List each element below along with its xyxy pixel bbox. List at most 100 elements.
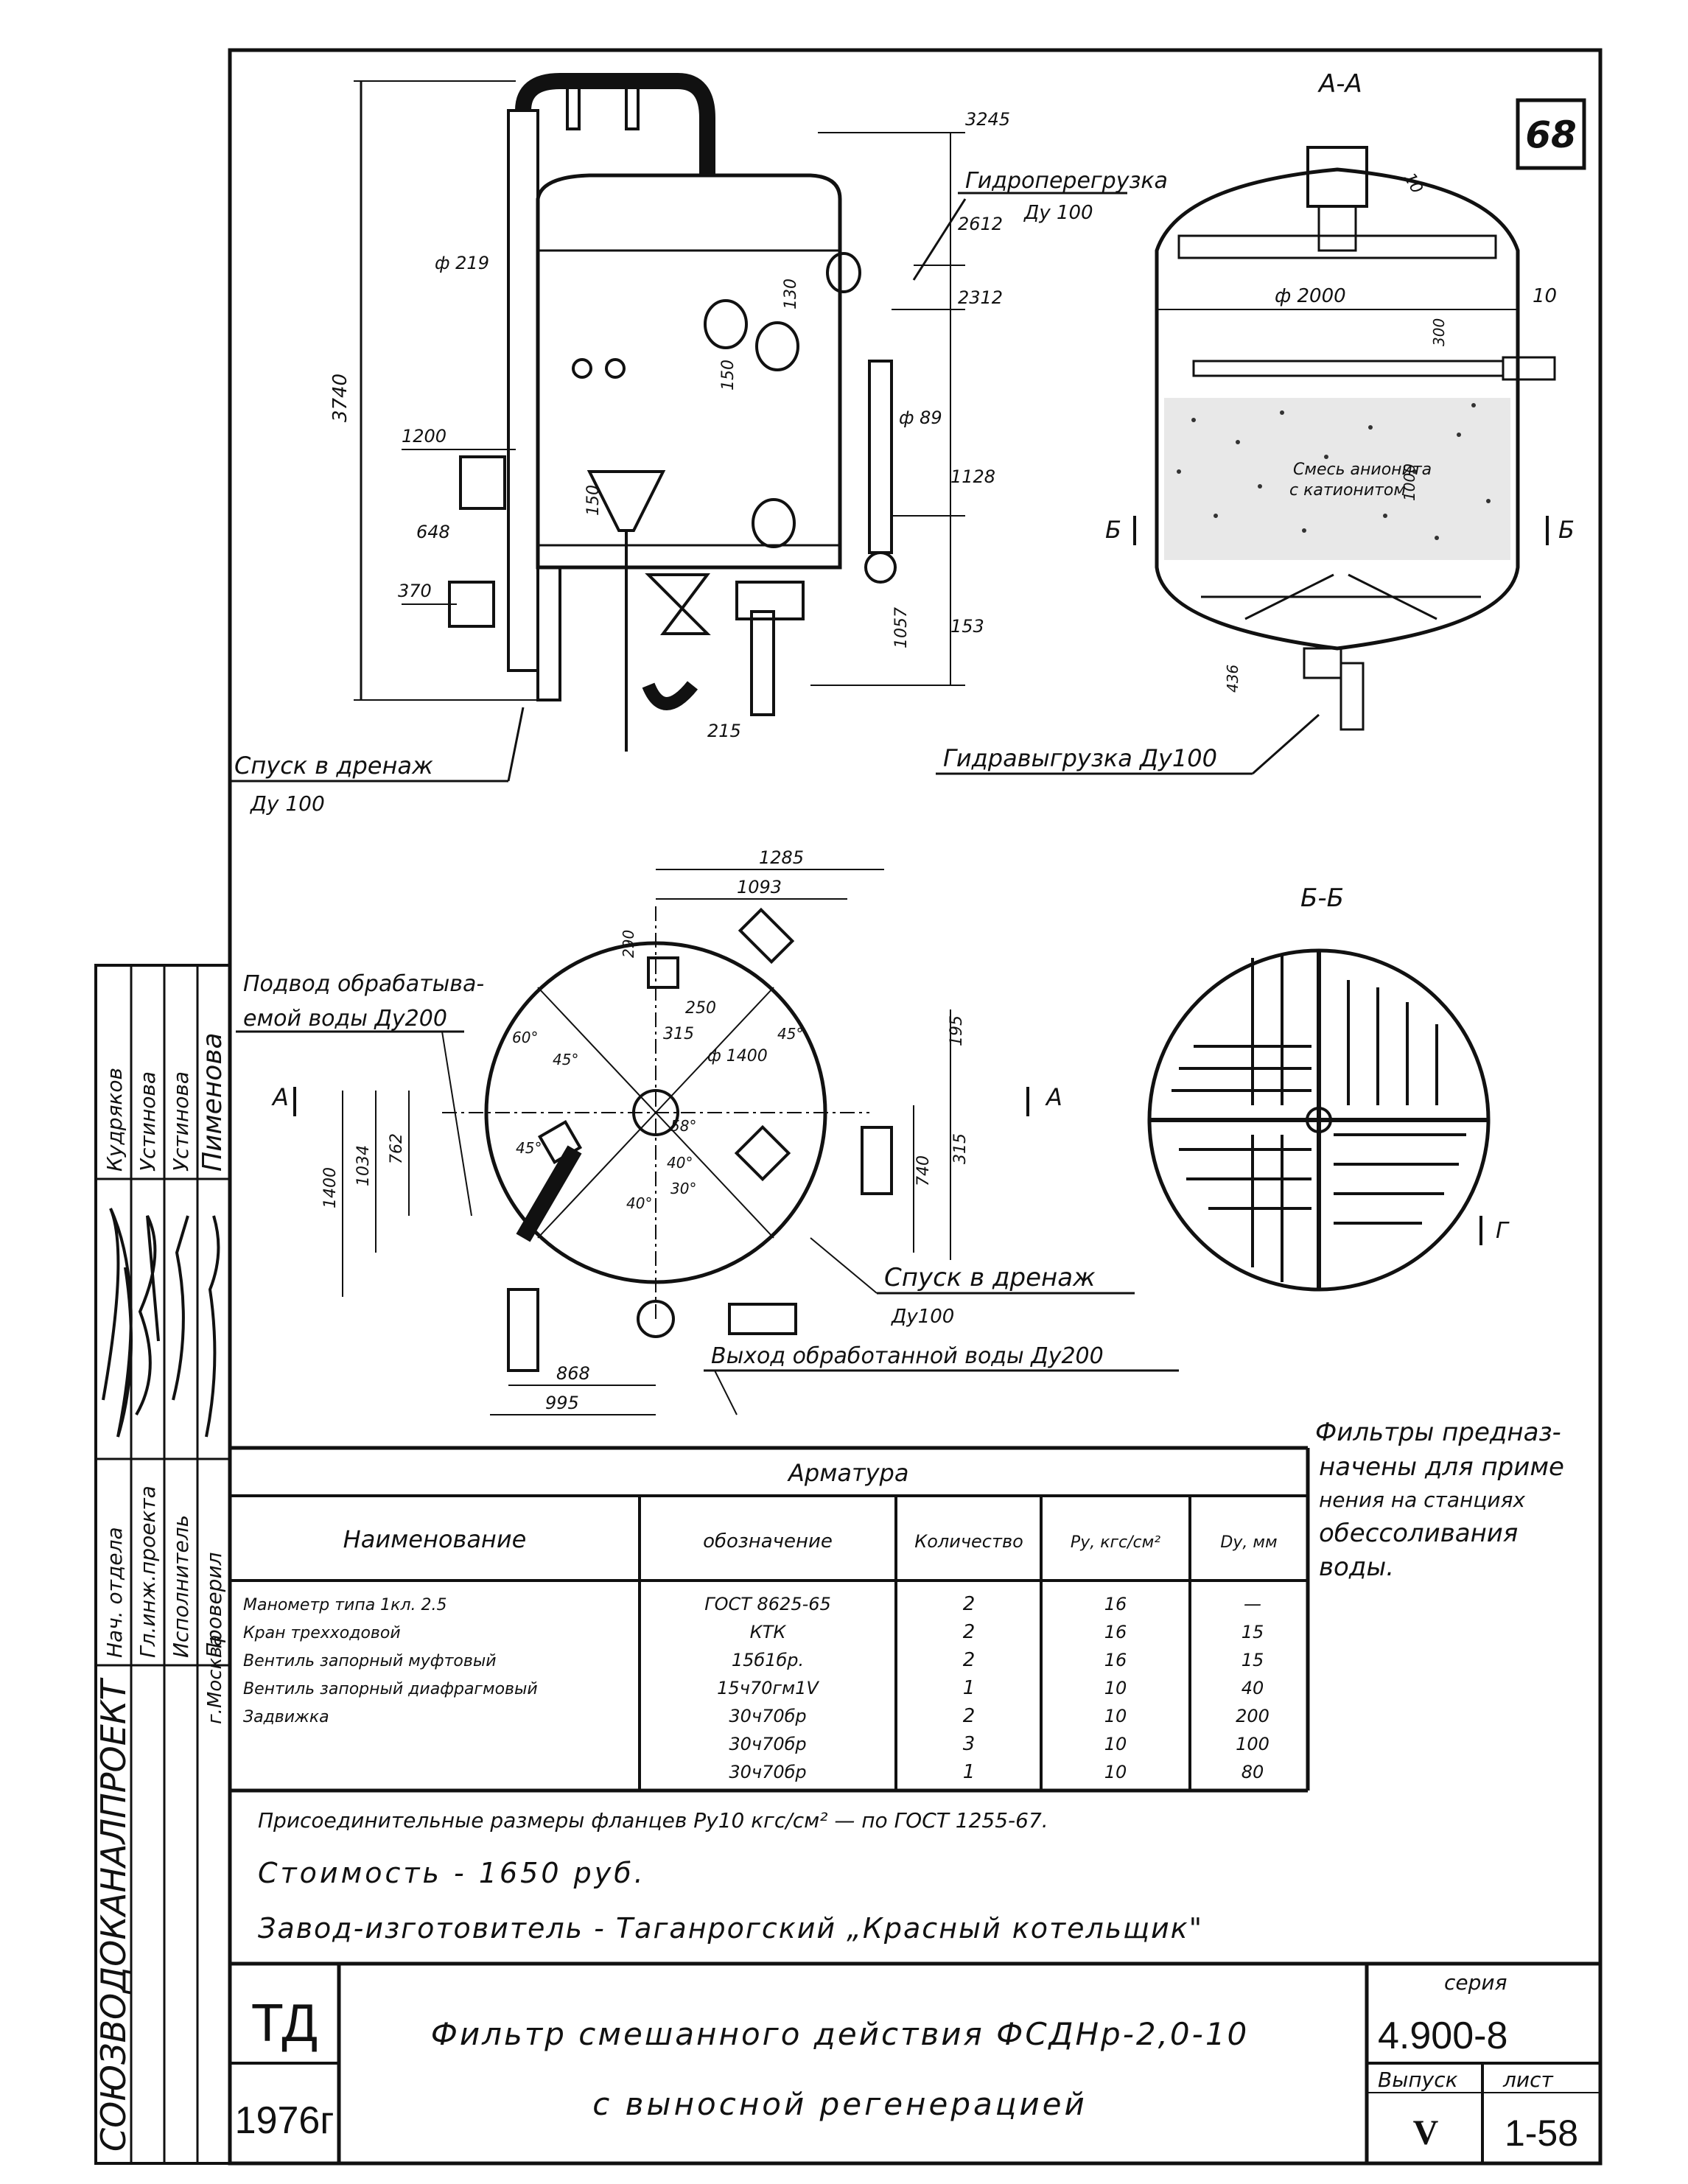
top-hatch	[647, 956, 679, 989]
sheet-value: 1-58	[1505, 2113, 1578, 2154]
stamp-role-3: Исполнитель	[169, 1515, 193, 1658]
armatura-caption: Арматура	[787, 1459, 908, 1487]
cut-mark-a-left: А	[271, 1083, 289, 1111]
dim-195: 195	[948, 1015, 966, 1046]
side-note-line-4: обессоливания	[1319, 1519, 1518, 1548]
armatura-cell-r0-c0: Манометр типа 1кл. 2.5	[243, 1596, 447, 1614]
angle-40-a: 40°	[667, 1154, 693, 1172]
armatura-header-qty: Количество	[914, 1531, 1023, 1552]
vessel-leg-right	[750, 610, 775, 716]
top-right-nozzle	[738, 907, 795, 965]
section-bb-title: Б-Б	[1300, 883, 1344, 913]
side-note: Фильтры предназ- начены для приме нения …	[1315, 1418, 1564, 1582]
valve-bottom	[645, 573, 711, 635]
dim-250: 250	[685, 999, 716, 1018]
dim-215: 215	[707, 721, 741, 741]
armatura-cell-r1-c4: 15	[1242, 1622, 1264, 1642]
series-value: 4.900-8	[1378, 2015, 1507, 2057]
armatura-cell-r0-c3: 16	[1104, 1594, 1127, 1614]
elev-1128: 1128	[950, 466, 995, 487]
dim-1400: 1400	[321, 1167, 340, 1208]
resin-label-2: с катионитом	[1289, 481, 1406, 500]
armatura-cell-r0-c2: 2	[963, 1593, 976, 1615]
valve-actuator	[735, 581, 805, 620]
vessel-section	[1155, 167, 1520, 651]
armatura-cell-r3-c4: 40	[1242, 1678, 1264, 1698]
armatura-cell-r4-c4: 200	[1236, 1706, 1269, 1726]
drain-dn: Ду 100	[249, 791, 325, 816]
note-flanges: Присоединительные размеры фланцев Ру10 к…	[258, 1808, 1048, 1833]
dim-315-right: 315	[951, 1133, 970, 1164]
dim-130: 130	[782, 279, 800, 309]
cut-mark-b-right: Б	[1558, 516, 1575, 544]
title-line-1: Фильтр смешанного действия ФСДНр-2,0-10	[431, 2016, 1250, 2052]
vessel-body	[536, 173, 842, 570]
armatura-cell-r5-c1: 30ч70бр	[729, 1734, 806, 1754]
issue-value: V	[1413, 2113, 1439, 2152]
section-bb: Б-Б Г	[1147, 883, 1510, 1292]
armatura-cell-r1-c3: 16	[1104, 1622, 1127, 1642]
angle-60: 60°	[512, 1029, 538, 1046]
vessel-leg-left	[536, 566, 561, 701]
pipe-flange-2	[625, 83, 640, 130]
armatura-cell-r4-c2: 2	[963, 1705, 976, 1727]
armatura-cell-r0-c4: —	[1244, 1594, 1261, 1614]
armatura-cell-r1-c1: КТК	[750, 1622, 787, 1642]
plan-view: 1285 1093 290 250 315 ф 1400 60° 45° 45°…	[236, 847, 1179, 1415]
armatura-cell-r3-c1: 15ч70гм1V	[717, 1678, 819, 1698]
top-nozzle	[1306, 146, 1368, 208]
armatura-cell-r5-c2: 3	[963, 1733, 976, 1755]
armatura-cell-r4-c1: 30ч70бр	[729, 1706, 806, 1726]
armatura-cell-r2-c1: 15б1бр.	[732, 1650, 804, 1670]
armatura-cell-r2-c3: 16	[1104, 1650, 1127, 1670]
angle-45-c: 45°	[516, 1139, 542, 1157]
side-note-line-2: начены для приме	[1319, 1452, 1564, 1482]
stamp-role-4: Проверил	[202, 1552, 226, 1658]
signatures	[102, 1208, 220, 1438]
stamp-role-1: Нач. отдела	[102, 1527, 127, 1658]
collector-funnel	[586, 470, 666, 532]
armatura-cell-r6-c4: 80	[1242, 1762, 1264, 1782]
outlet-label: Выход обработанной воды Ду200	[711, 1343, 1104, 1369]
title-line-2: с выносной регенерацией	[592, 2086, 1088, 2122]
elev-1200: 1200	[402, 426, 446, 447]
elev-2612: 2612	[958, 214, 1003, 234]
angle-30: 30°	[670, 1180, 696, 1197]
manway-1	[704, 299, 748, 349]
armatura-cell-r0-c1: ГОСТ 8625-65	[704, 1594, 831, 1614]
hydro-reload-label: Гидроперегрузка	[965, 168, 1168, 194]
cut-mark-a-right: А	[1045, 1083, 1062, 1111]
angle-58: 58°	[670, 1117, 696, 1135]
notes: Присоединительные размеры фланцев Ру10 к…	[258, 1808, 1203, 1945]
plan-drain-dn: Ду100	[891, 1306, 954, 1328]
stamp-name-1: Кудряков	[102, 1068, 127, 1172]
armatura-cell-r2-c0: Вентиль запорный муфтовый	[243, 1652, 497, 1670]
pipe-flange-1	[566, 83, 581, 130]
title-code: ТД	[251, 1994, 318, 2053]
pipe-top-bend-right	[648, 73, 715, 177]
dim-dia-89: ф 89	[899, 407, 942, 428]
dim-868: 868	[556, 1363, 590, 1384]
dim-995: 995	[545, 1393, 579, 1413]
stamp-role-2: Гл.инж.проекта	[136, 1485, 160, 1658]
armatura-cell-r1-c2: 2	[963, 1621, 976, 1643]
manway-3	[752, 498, 796, 548]
dim-dia-219: ф 219	[435, 253, 489, 273]
dim-1093: 1093	[737, 877, 782, 897]
side-stamp-frame	[94, 964, 231, 2165]
dim-1057: 1057	[892, 607, 911, 648]
dim-150-b: 150	[719, 360, 738, 391]
dim-150-a: 150	[584, 485, 603, 516]
pipe-u-bend	[642, 681, 698, 710]
note-manufacturer: Завод-изготовитель - Таганрогский „Красн…	[258, 1912, 1203, 1945]
dim-dia-1400: ф 1400	[707, 1047, 768, 1065]
valve-right	[864, 551, 897, 584]
sheet-frame	[228, 48, 1603, 2166]
sheet-number-box	[1516, 98, 1586, 170]
section-aa: А-А ф 2000 10 10 300 Смесь анионита с ка…	[936, 69, 1575, 775]
inlet-valve-actuator	[507, 1288, 539, 1372]
inlet-pipe	[516, 1145, 582, 1242]
armatura-cell-r6-c2: 1	[963, 1761, 976, 1783]
dim-aa-right: 10	[1533, 285, 1557, 307]
